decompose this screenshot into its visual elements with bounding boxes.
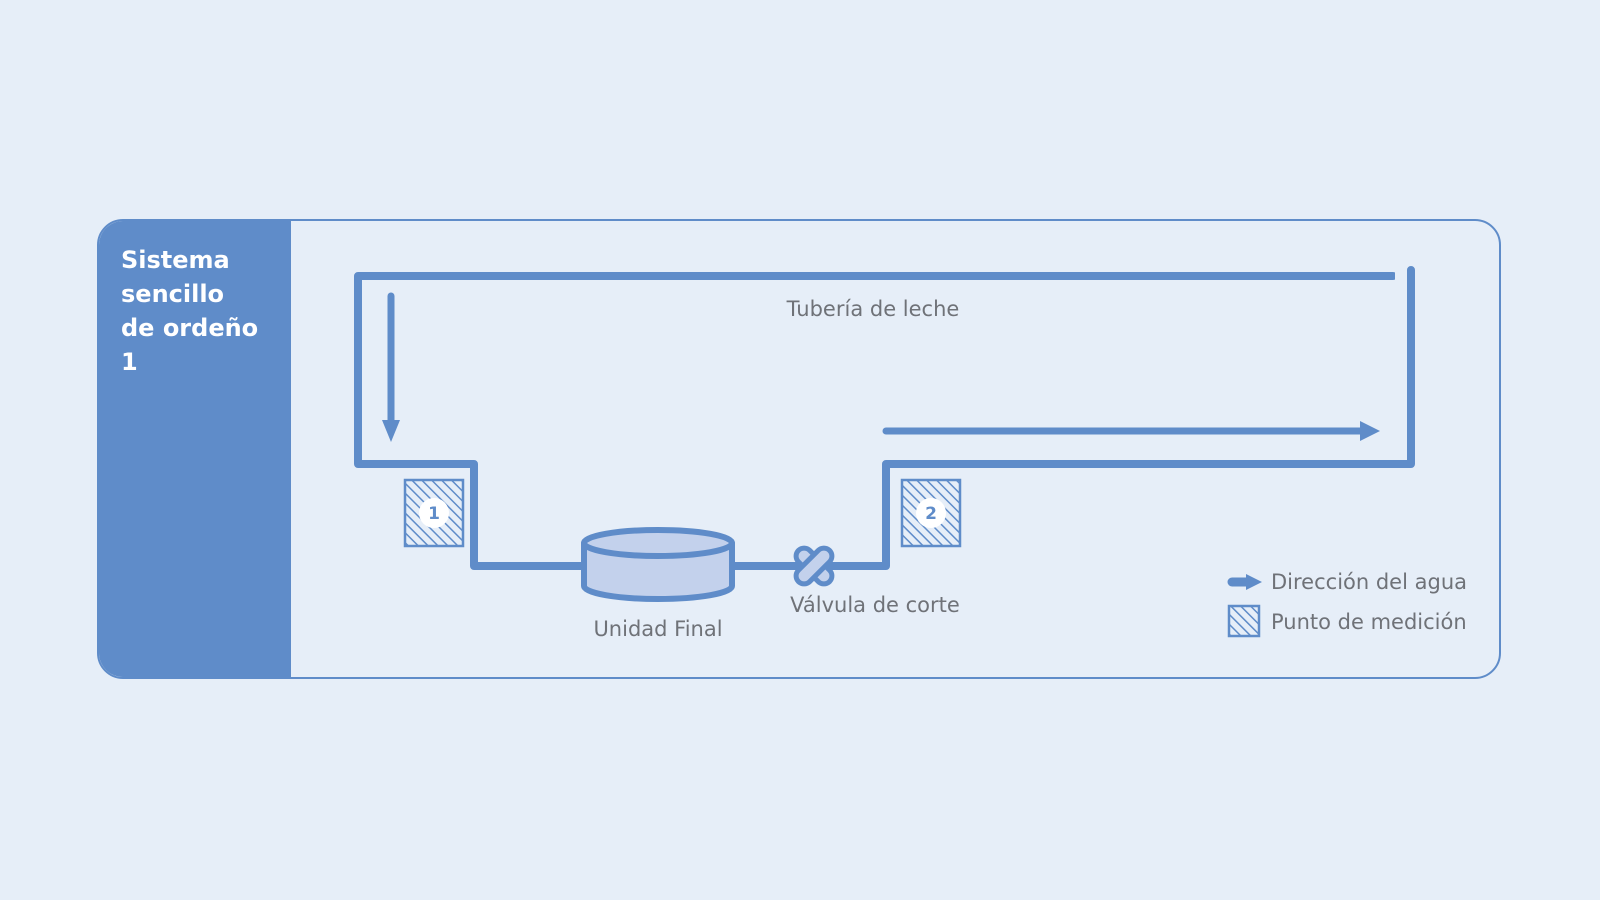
measurement-number: 1: [428, 504, 440, 524]
shutoff-valve-icon: [793, 545, 835, 587]
legend-water-direction: Dirección del agua: [1271, 570, 1467, 594]
milk-pipe: [354, 266, 1415, 570]
system-panel: Sistema sencillo de ordeño 1: [97, 219, 1501, 679]
water-direction-icon: [1227, 574, 1262, 590]
sidebar: Sistema sencillo de ordeño 1: [99, 221, 291, 677]
title-line: de ordeño: [121, 314, 259, 342]
measurement-point-1: 1: [403, 478, 465, 548]
valve-label: Válvula de corte: [790, 593, 960, 617]
flow-arrow-right: [882, 421, 1380, 441]
flow-arrow-down: [382, 292, 400, 442]
measurement-point-icon: [1227, 604, 1261, 638]
unit-label: Unidad Final: [593, 617, 722, 641]
legend: Dirección del agua Punto de medición: [1227, 570, 1467, 638]
measurement-number: 2: [925, 504, 937, 524]
title-line: 1: [121, 348, 138, 376]
system-title: Sistema sencillo de ordeño 1: [121, 243, 271, 379]
final-unit-tank: [581, 527, 735, 602]
title-line: sencillo: [121, 280, 225, 308]
legend-measurement-point: Punto de medición: [1271, 610, 1467, 634]
pipe-gap: [1395, 262, 1405, 284]
measurement-point-2: 2: [900, 478, 962, 548]
title-line: Sistema: [121, 246, 230, 274]
pipe-label: Tubería de leche: [786, 297, 960, 321]
